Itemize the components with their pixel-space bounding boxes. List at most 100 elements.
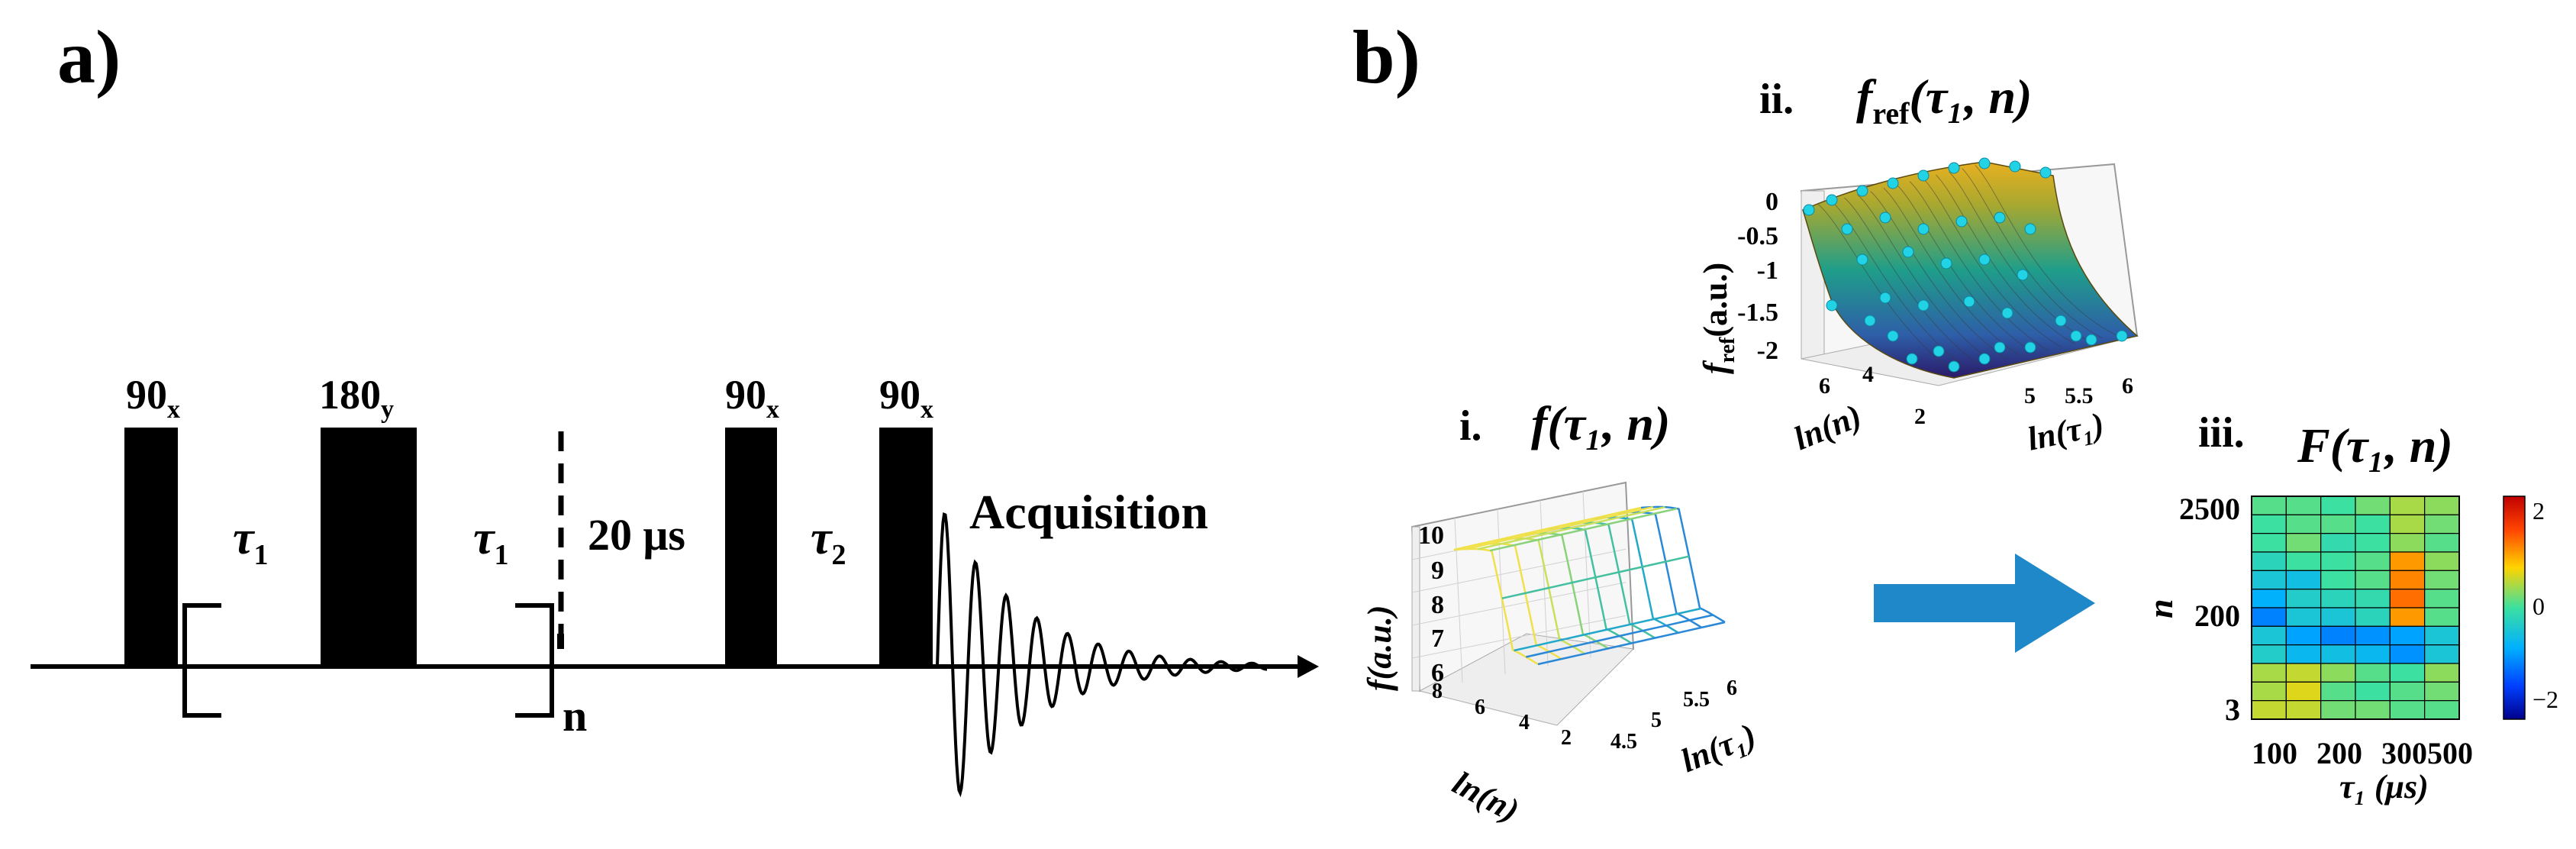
- heatmap-cell: [2320, 533, 2356, 553]
- subplot-i-xlabel: ln(n): [1446, 764, 1525, 830]
- heatmap-ylabel: n: [2141, 599, 2180, 618]
- heatmap-cell: [2424, 681, 2460, 702]
- heatmap-cell: [2251, 589, 2287, 609]
- subplot-ii-xlabel: ln(n): [1788, 397, 1866, 457]
- pulse-90x-2: [725, 428, 777, 667]
- data-point: [1963, 295, 1975, 308]
- heatmap-cell: [2251, 533, 2287, 553]
- colorbar-tick-group: 2 0 −2: [2532, 497, 2558, 713]
- heatmap-cell: [2251, 514, 2287, 534]
- mesh-line: [1489, 507, 1678, 552]
- heatmap-cell: [2424, 700, 2460, 720]
- heatmap-cell: [2389, 644, 2426, 664]
- heatmap-cell: [2355, 551, 2391, 571]
- subplot-ii-ntick: 4: [1862, 362, 1874, 387]
- heatmap-cell: [2355, 496, 2391, 515]
- heatmap-cell: [2320, 607, 2356, 627]
- heatmap-cell: [2320, 496, 2356, 515]
- heatmap-cell: [2285, 533, 2322, 553]
- heatmap-cell: [2424, 607, 2460, 627]
- heatmap-cell: [2251, 496, 2287, 515]
- heatmap-cell: [2355, 607, 2391, 627]
- data-point: [2017, 269, 2029, 281]
- heatmap-frame: [2251, 496, 2460, 720]
- data-point: [2055, 315, 2067, 327]
- data-point: [2001, 307, 2013, 319]
- pulse-90x-1: [124, 428, 178, 667]
- heatmap-cell: [2389, 607, 2426, 627]
- heatmap-cell: [2251, 663, 2287, 683]
- panel-a-label: a): [57, 15, 121, 99]
- heatmap-cell: [2389, 551, 2426, 571]
- subplot-i-tautick: 5: [1651, 709, 1662, 732]
- subplot-i-tautick: 4.5: [1610, 730, 1637, 754]
- fid-signal: [936, 512, 1268, 798]
- heatmap-cell: [2424, 625, 2460, 646]
- subplot-i-ztick: 8: [1431, 591, 1444, 619]
- heatmap-ytick-group: 2500 200 3: [2179, 492, 2240, 727]
- subplot-i-ntick: 6: [1475, 696, 1485, 719]
- data-point: [2024, 341, 2036, 353]
- heatmap-cell: [2251, 644, 2287, 664]
- mesh-line: [1922, 178, 2062, 348]
- heatmap-cell: [2424, 663, 2460, 683]
- mesh-line: [1817, 204, 1953, 372]
- data-point: [2039, 166, 2052, 179]
- subplot-ii-title: fref(τ₁, n): [1856, 69, 2032, 131]
- subplot-i-zlabel: f(a.u.): [1361, 605, 1398, 691]
- subplot-ii: ii. fref(τ₁, n) 0 -0.5 -1 -1.5 -2 6 4 2: [1697, 69, 2139, 458]
- subplot-i-ylabel: ln(τ₁): [1675, 716, 1761, 780]
- subplot-ii-ztick: 0: [1765, 188, 1778, 216]
- colorbar: [2503, 496, 2526, 720]
- mesh-line: [1962, 168, 2103, 339]
- subplot-ii-ztick: -2: [1757, 337, 1778, 365]
- heatmap-cell: [2424, 551, 2460, 571]
- heatmap-cell: [2355, 663, 2391, 683]
- heatmap-cell: [2424, 533, 2460, 553]
- heatmap-cell: [2355, 533, 2391, 553]
- data-point: [1841, 223, 1853, 235]
- data-point: [2009, 160, 2021, 173]
- subplot-i: i. f(τ₁, n) 10 9 8 7 6 8 6 4 2 4.5: [1361, 396, 1761, 829]
- data-point: [2116, 330, 2128, 342]
- heatmap-cell: [2389, 589, 2426, 609]
- data-point: [1978, 253, 1991, 266]
- mesh-line: [1640, 505, 1726, 624]
- subplot-i-ntick: 8: [1432, 680, 1443, 703]
- data-point: [1856, 253, 1868, 266]
- mesh-line: [1514, 607, 1701, 652]
- data-point: [1955, 215, 1968, 228]
- subplot-iii: iii. F(τ₁, n) 2500 200 3 n 100 200 300 5…: [2141, 409, 2558, 805]
- subplot-iii-roman: iii.: [2198, 409, 2245, 457]
- heatmap-cell: [2424, 514, 2460, 534]
- subplot-ii-ztick: -0.5: [1737, 222, 1778, 250]
- heatmap-cell: [2285, 700, 2322, 720]
- subplot-i-ntick: 2: [1561, 726, 1572, 750]
- heatmap-cell: [2320, 551, 2356, 571]
- grid-line: [1582, 491, 1591, 658]
- data-point: [1906, 353, 1918, 365]
- heatmap-cell: [2285, 496, 2322, 515]
- heatmap-cell: [2355, 644, 2391, 664]
- data-point: [1940, 257, 1952, 270]
- heatmap-cell: [2285, 589, 2322, 609]
- heatmap-cell: [2251, 551, 2287, 571]
- data-point: [1887, 330, 1899, 342]
- pulse-180y: [321, 428, 417, 667]
- heatmap-cell: [2251, 625, 2287, 646]
- subplot-i-floor: [1418, 633, 1635, 726]
- subplot-iii-title: F(τ₁, n): [2297, 418, 2453, 473]
- subplot-ii-tautick: 6: [2122, 373, 2133, 399]
- subplot-ii-ztick: -1: [1757, 257, 1778, 285]
- data-point: [1994, 341, 2006, 353]
- data-point: [1887, 177, 1899, 189]
- grid-line: [1454, 518, 1463, 683]
- heatmap-cell: [2285, 551, 2322, 571]
- repeat-bracket-left: [182, 603, 221, 718]
- subplot-i-title: f(τ₁, n): [1531, 396, 1670, 450]
- delay-tau1-b: τ1: [473, 512, 509, 571]
- heatmap-cell: [2389, 570, 2426, 590]
- mesh-line: [1844, 197, 1980, 366]
- repeat-count-label: n: [563, 691, 587, 741]
- subplot-i-ztick: 10: [1418, 521, 1444, 550]
